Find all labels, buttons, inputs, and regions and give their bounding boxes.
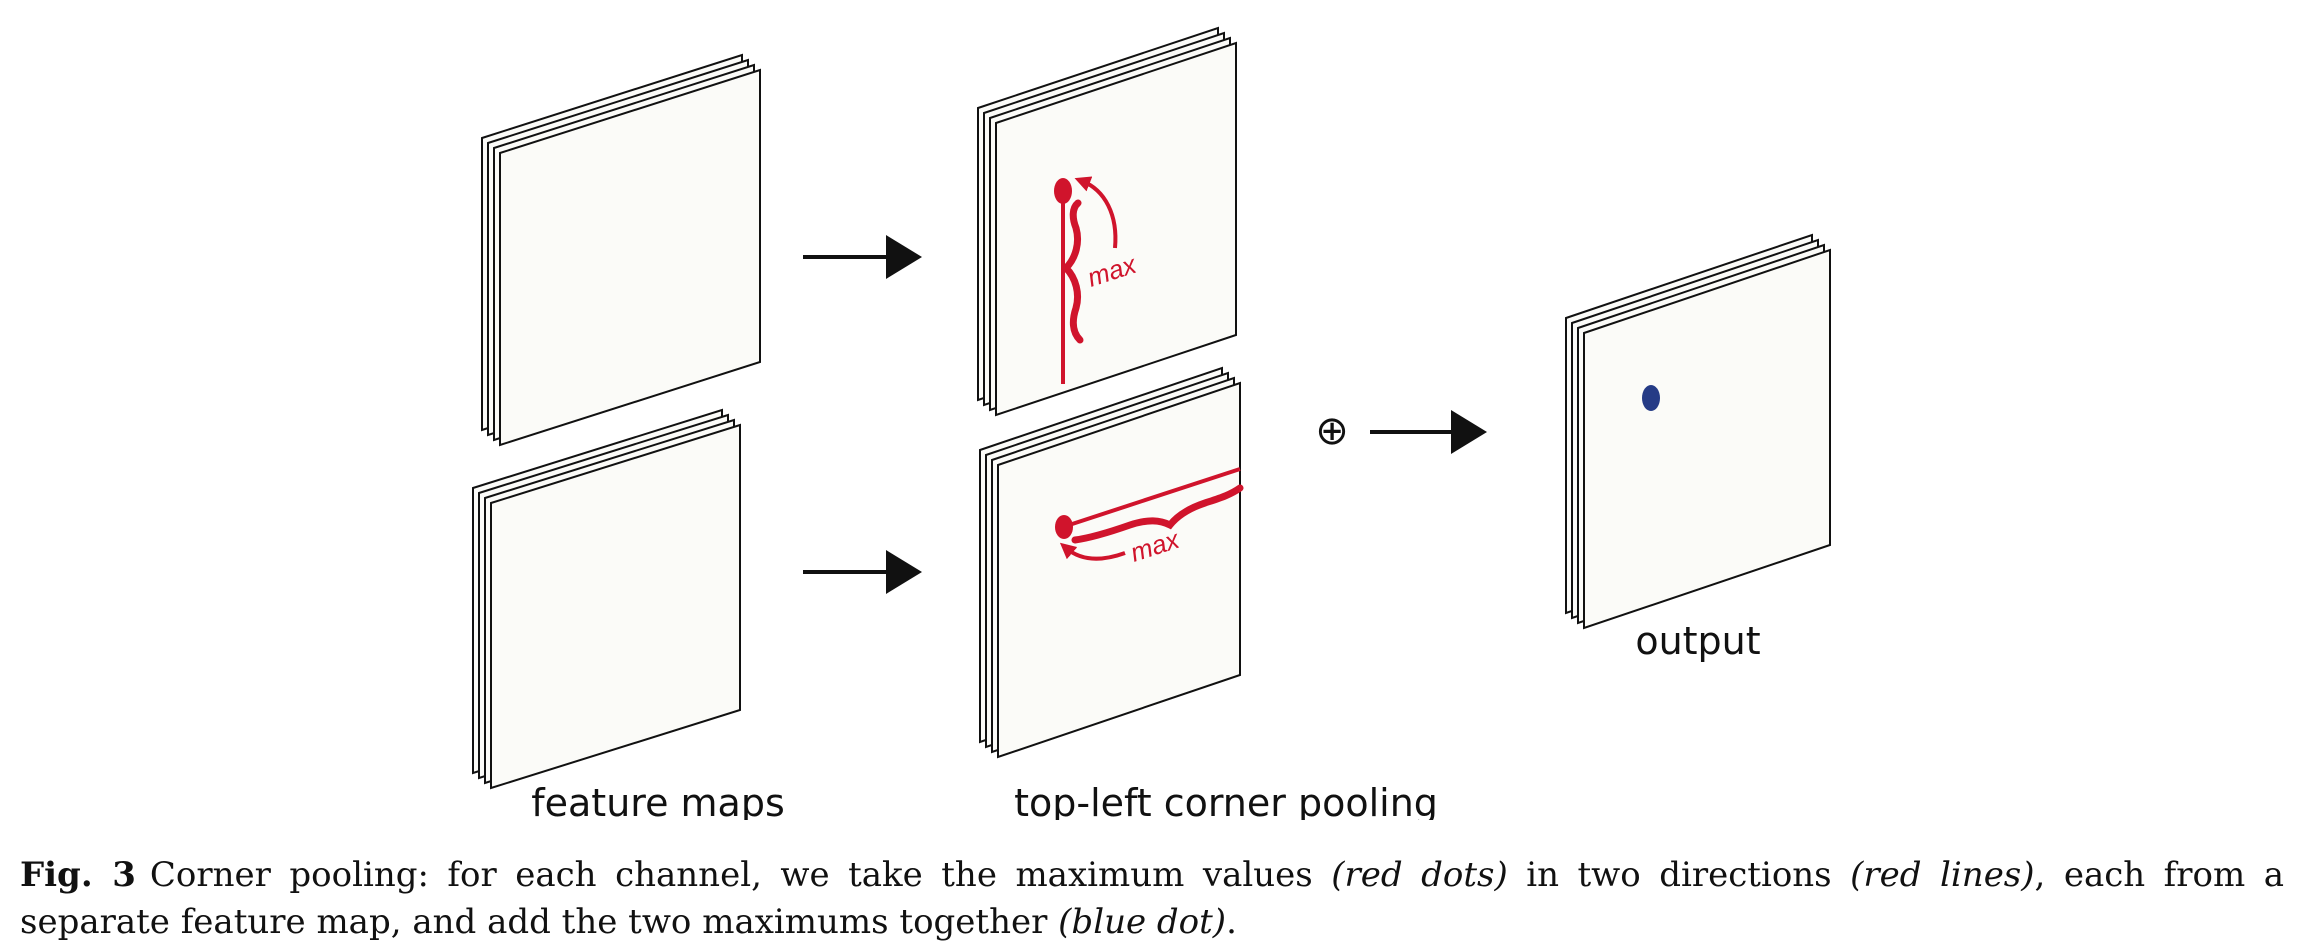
feature-map-stack-top [481, 53, 761, 447]
right-arrow-icon [803, 235, 922, 279]
caption-italic-red-lines: (red lines) [1850, 855, 2035, 895]
red-max-dot [1055, 515, 1073, 539]
output-stack [1565, 233, 1831, 630]
caption-text-1: Corner pooling: for each channel, we tak… [149, 855, 1332, 895]
label-top-left-corner-pooling: top-left corner pooling [1014, 781, 1438, 820]
vertical-max-line [1061, 176, 1118, 384]
right-arrow-icon [803, 550, 922, 594]
feature-map-stack-bottom [472, 408, 741, 790]
pooling-stack-top [977, 26, 1237, 417]
label-feature-maps: feature maps [531, 781, 785, 820]
caption-italic-blue-dot: (blue dot) [1058, 902, 1227, 942]
caption-text-4: . [1226, 902, 1237, 942]
label-output: output [1635, 619, 1760, 663]
circled-plus-icon: ⊕ [1315, 408, 1349, 454]
pooling-stack-bottom [979, 366, 1241, 759]
caption-text-3: , each from a separate feature map, and … [20, 855, 2284, 942]
figure-caption: Fig. 3 Corner pooling: for each channel, … [20, 852, 2284, 946]
horizontal-max-line [1059, 467, 1244, 561]
red-max-dot [1054, 178, 1072, 204]
figure-number: Fig. 3 [20, 855, 136, 895]
caption-text-2: in two directions [1507, 855, 1851, 895]
right-arrow-icon [1370, 410, 1487, 454]
blue-output-dot [1642, 385, 1660, 411]
caption-italic-red-dots: (red dots) [1331, 855, 1508, 895]
corner-pooling-diagram: max max ⊕ feature maps top-left corner p… [472, 26, 1831, 820]
